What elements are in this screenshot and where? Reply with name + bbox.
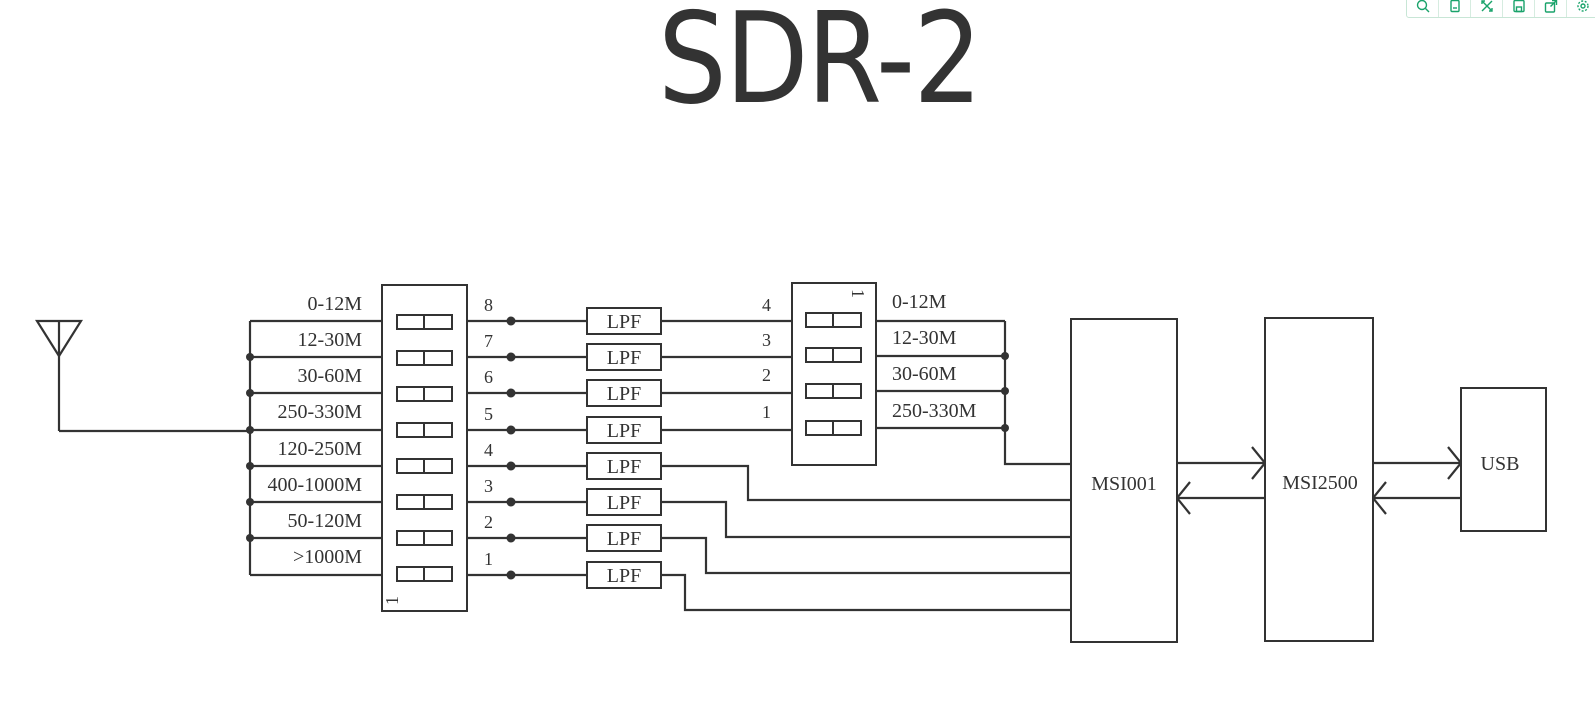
save-icon[interactable] (1503, 0, 1535, 17)
wires (35, 319, 1463, 612)
chip-blocks (1070, 317, 1547, 643)
input-band-labels: 0-12M 12-30M 30-60M 250-330M 120-250M 40… (268, 293, 363, 568)
image-toolbar (1406, 0, 1595, 18)
fullscreen-icon[interactable] (1471, 0, 1503, 17)
lpf-label: LPF (607, 311, 641, 333)
output-band-label: 30-60M (892, 363, 957, 385)
switch1-pin: 3 (484, 476, 493, 496)
output-band-labels: 0-12M 12-30M 30-60M 250-330M (892, 291, 977, 422)
msi001-block (1070, 318, 1178, 643)
settings-icon[interactable] (1567, 0, 1595, 17)
lpf-label: LPF (607, 492, 641, 514)
lpf-label: LPF (607, 420, 641, 442)
switch1-pin: 5 (484, 404, 493, 424)
msi2500-block (1264, 317, 1374, 642)
msi2500-label: MSI2500 (1282, 472, 1358, 494)
switch1-pin: 6 (484, 367, 493, 387)
copy-icon[interactable] (1439, 0, 1471, 17)
lpf-label: LPF (607, 383, 641, 405)
block-labels: MSI001 MSI2500 USB (1091, 453, 1519, 495)
lpf-label: LPF (607, 347, 641, 369)
switch1-pin: 2 (484, 512, 493, 532)
switch2-pin: 2 (762, 365, 771, 385)
junction-dots (246, 316, 1009, 580)
zoom-icon[interactable] (1407, 0, 1439, 17)
output-band-label: 12-30M (892, 327, 957, 349)
share-icon[interactable] (1535, 0, 1567, 17)
input-band-label: 12-30M (298, 329, 363, 351)
lpf-group (586, 307, 662, 589)
lpf-label: LPF (607, 456, 641, 478)
switch1-pin: 4 (484, 440, 493, 460)
input-band-label: 250-330M (278, 401, 363, 423)
lpf-label: LPF (607, 528, 641, 550)
output-band-label: 0-12M (892, 291, 947, 313)
usb-block (1460, 387, 1547, 532)
input-band-label: 400-1000M (268, 474, 363, 496)
switch1 (381, 284, 468, 612)
usb-label: USB (1481, 453, 1520, 475)
msi001-label: MSI001 (1091, 473, 1157, 495)
switch2-pin: 3 (762, 330, 771, 350)
input-band-label: 50-120M (288, 510, 363, 532)
lpf-label: LPF (607, 565, 641, 587)
output-band-label: 250-330M (892, 400, 977, 422)
switch2-pin: 1 (762, 402, 771, 422)
switch1-pin: 8 (484, 295, 493, 315)
switch1-pin1-marker: 1 (382, 596, 402, 605)
switch2-pin: 4 (762, 295, 771, 315)
switch1-pin: 1 (484, 549, 493, 569)
page-title: SDR-2 (658, 0, 982, 132)
switch2 (791, 282, 877, 466)
lpf-labels: LPF LPF LPF LPF LPF LPF LPF LPF (607, 311, 641, 587)
input-band-label: 0-12M (308, 293, 363, 315)
switch2-pin1-marker: 1 (848, 289, 868, 298)
switch1-pin: 7 (484, 331, 493, 351)
switch2-pin-numbers: 4 3 2 1 (762, 295, 771, 422)
input-band-label: 120-250M (278, 438, 363, 460)
input-band-label: 30-60M (298, 365, 363, 387)
input-band-label: >1000M (293, 546, 362, 568)
switch1-pin-numbers: 8 7 6 5 4 3 2 1 (484, 295, 493, 569)
